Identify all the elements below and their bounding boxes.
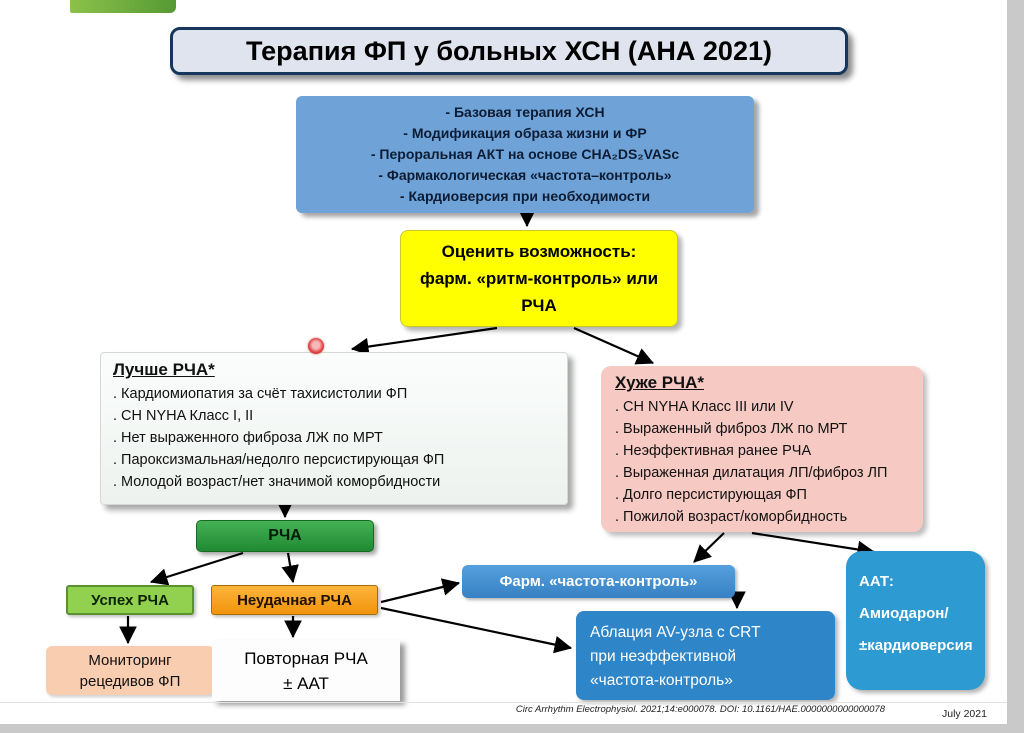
footer-divider — [0, 702, 1007, 703]
list-item: . Кардиомиопатия за счёт тахисистолии ФП — [113, 386, 408, 402]
list-item: . Долго персистирующая ФП — [615, 487, 807, 503]
arrow-worse-to-aat — [751, 531, 876, 559]
arrow-assess-to-better — [350, 326, 498, 356]
worse-rfa-box: Хуже РЧА* . СН NYHA Класс III или IV . В… — [601, 366, 923, 532]
rate-control-box: Фарм. «частота-контроль» — [462, 565, 735, 598]
date-label: July 2021 — [942, 708, 987, 720]
repeat-line: ± ААТ — [283, 673, 329, 693]
av-node-ablation-box: Аблация AV-узла с CRT при неэффективной … — [576, 611, 835, 700]
aat-box: ААТ: Амиодарон/ ±кардиоверсия — [846, 551, 985, 690]
list-item: . СН NYHA Класс III или IV — [615, 399, 794, 415]
list-item: . Пожилой возраст/коморбидность — [615, 509, 848, 525]
assess-line: фарм. «ритм-контроль» или — [419, 269, 659, 288]
base-therapy-line: - Кардиоверсия при необходимости — [399, 188, 651, 204]
aat-line: Амиодарон/ — [859, 605, 949, 622]
citation-text: Circ Arrhythm Electrophysiol. 2021;14:e0… — [515, 704, 885, 715]
repeat-line: Повторная РЧА — [244, 648, 368, 668]
logo — [70, 0, 176, 13]
assess-line: РЧА — [521, 296, 557, 315]
slide-edge-bottom — [0, 724, 1024, 733]
rfa-failed-box: Неудачная РЧА — [211, 585, 378, 615]
slide-edge-right — [1007, 0, 1024, 733]
worse-rfa-title: Хуже РЧА* — [615, 373, 704, 392]
base-therapy-line: - Фармакологическая «частота–контроль» — [378, 167, 672, 183]
arrow-assess-to-worse — [573, 326, 655, 365]
laser-pointer-dot — [308, 338, 324, 354]
repeat-rfa-box: Повторная РЧА ± ААТ — [212, 640, 400, 701]
monitoring-box: Мониторинг рецедивов ФП — [46, 646, 214, 695]
rfa-success-box: Успех РЧА — [66, 585, 194, 615]
monitoring-line: Мониторинг — [88, 651, 172, 669]
base-therapy-box: - Базовая терапия ХСН - Модификация обра… — [296, 96, 754, 213]
base-therapy-line: - Базовая терапия ХСН — [445, 104, 605, 120]
list-item: . Выраженный фиброз ЛЖ по МРТ — [615, 421, 848, 437]
list-item: . Нет выраженного фиброза ЛЖ по МРТ — [113, 430, 383, 446]
base-therapy-line: - Модификация образа жизни и ФР — [403, 125, 647, 141]
list-item: . СН NYHA Класс I, II — [113, 408, 254, 424]
list-item: . Неэффективная ранее РЧА — [615, 443, 812, 459]
monitoring-line: рецедивов ФП — [79, 672, 181, 690]
ablation-line: «частота-контроль» — [590, 672, 733, 689]
arrow-rfa-to-failed — [281, 552, 299, 584]
assess-box: Оценить возможность: фарм. «ритм-контрол… — [400, 230, 678, 327]
arrow-failed-to-av-ablation — [380, 606, 573, 654]
aat-line: ААТ: — [859, 573, 894, 590]
list-item: . Пароксизмальная/недолго персистирующая… — [113, 452, 445, 468]
rfa-box: РЧА — [196, 520, 374, 552]
list-item: . Выраженная дилатация ЛП/фиброз ЛП — [615, 465, 888, 481]
base-therapy-line: - Пероральная АКТ на основе CHA₂DS₂VASc — [370, 146, 680, 162]
arrow-failed-to-rate-control — [380, 578, 461, 604]
ablation-line: при неэффективной — [590, 648, 736, 665]
better-rfa-box: Лучше РЧА* . Кардиомиопатия за счёт тахи… — [100, 352, 568, 505]
list-item: . Молодой возраст/нет значимой коморбидн… — [113, 474, 441, 490]
aat-line: ±кардиоверсия — [859, 637, 973, 654]
assess-line: Оценить возможность: — [441, 242, 637, 261]
arrow-rfa-to-success — [149, 551, 244, 586]
page-title: Терапия ФП у больных ХСН (АНА 2021) — [170, 27, 848, 75]
arrow-worse-to-rate-control — [693, 532, 725, 563]
ablation-line: Аблация AV-узла с CRT — [590, 624, 761, 641]
better-rfa-title: Лучше РЧА* — [113, 360, 215, 379]
